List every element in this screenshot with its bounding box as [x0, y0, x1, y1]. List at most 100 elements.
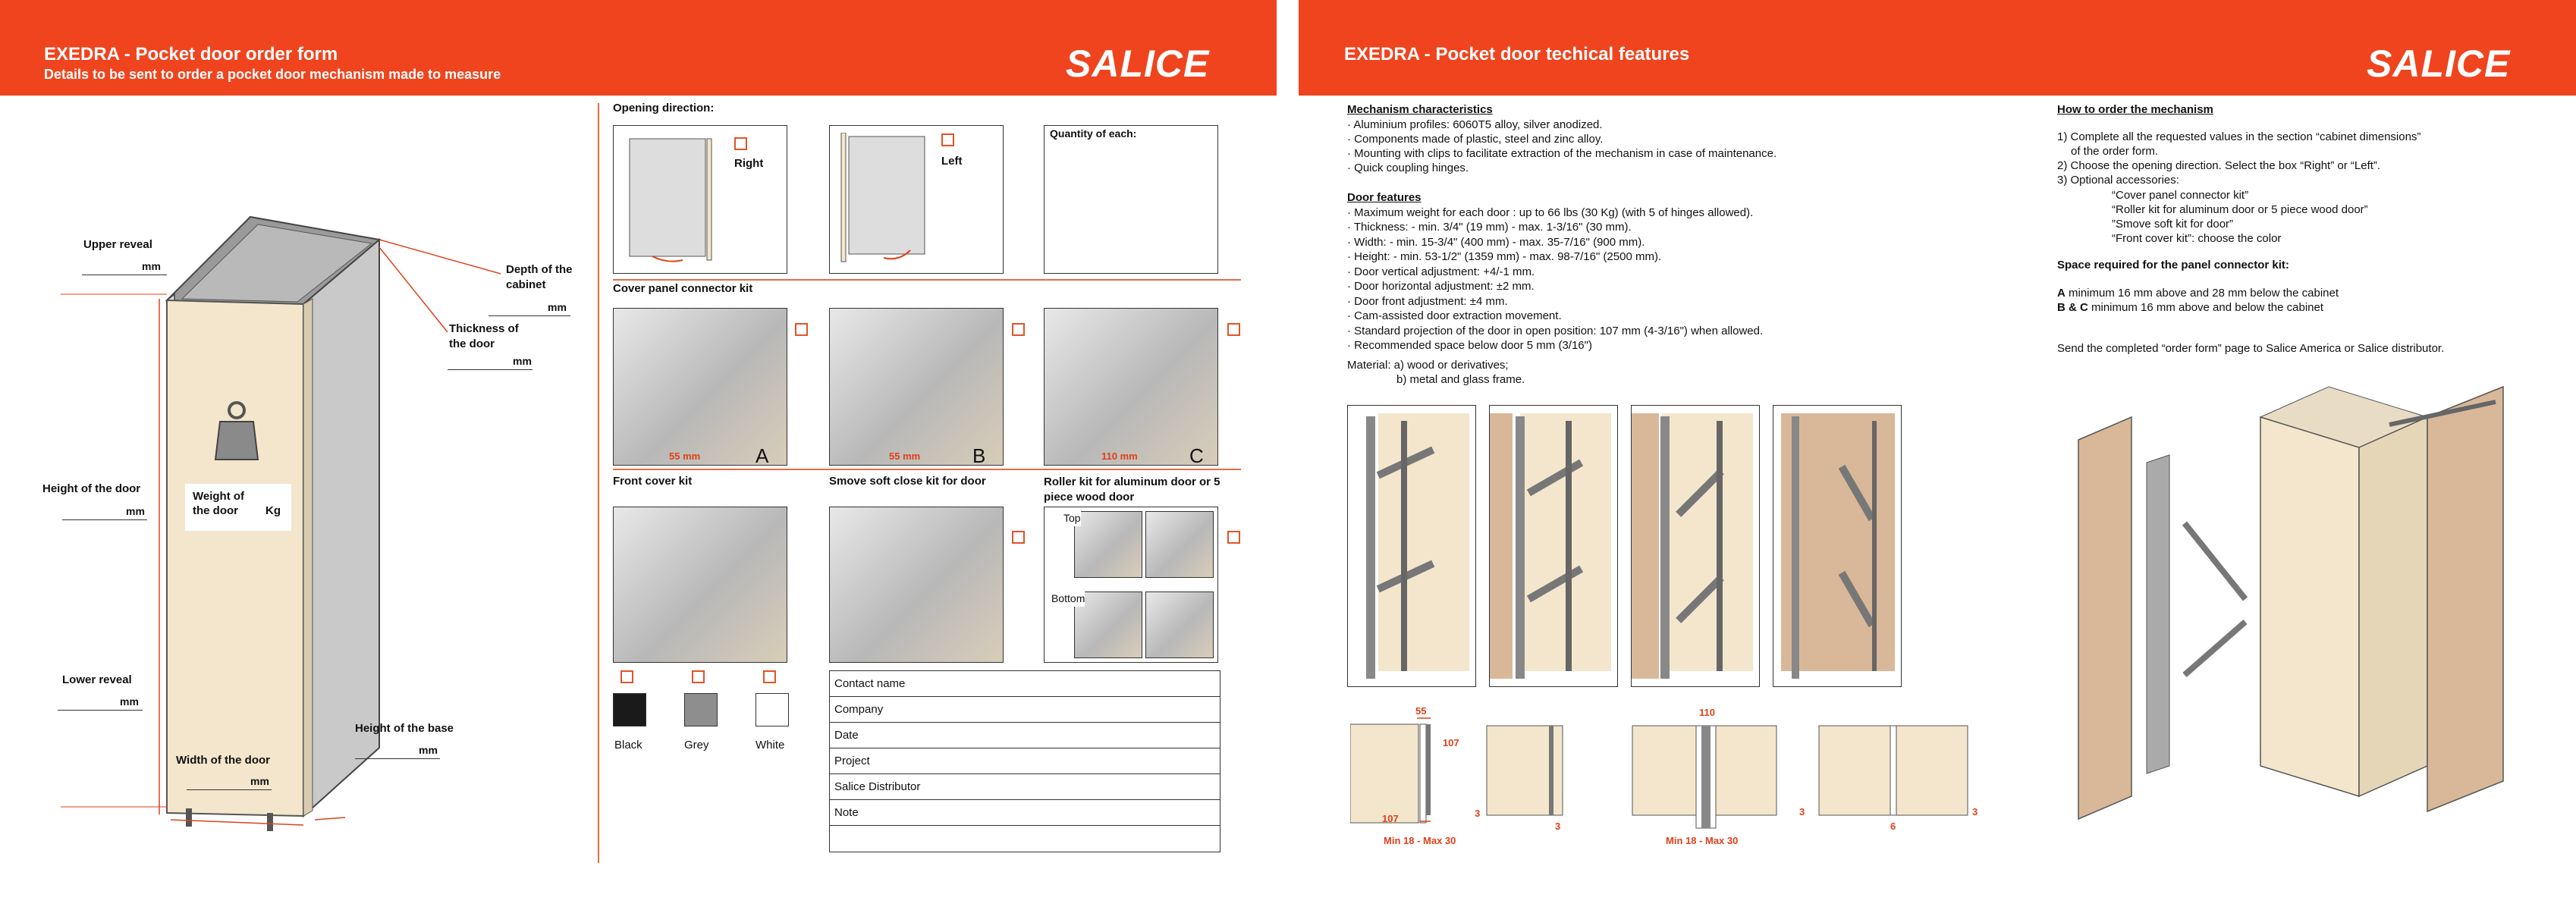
material-a: Material: a) wood or derivatives;: [1347, 359, 1509, 372]
note-field[interactable]: Note: [830, 800, 1220, 826]
door-item-3: · Width: - min. 15-3/4" (400 mm) - max. …: [1347, 236, 1645, 249]
space-a-label: A: [2057, 287, 2066, 300]
left-door-illustration: [840, 133, 925, 262]
project-field[interactable]: Project: [830, 748, 1220, 774]
right-door-illustration: [629, 138, 712, 262]
how-to-acc-2: “Roller kit for aluminum door or 5 piece…: [2112, 203, 2368, 216]
white-checkbox[interactable]: [763, 670, 776, 683]
roller-checkbox[interactable]: [1227, 531, 1240, 544]
front-cover-title: Front cover kit: [613, 475, 693, 488]
mechanism-illustration-3: [1631, 405, 1760, 687]
how-to-acc-3: ”Smove soft kit for door”: [2112, 218, 2234, 231]
how-to-step-3: 3) Optional accessories:: [2057, 174, 2179, 187]
black-label: Black: [614, 739, 642, 752]
left-checkbox[interactable]: [941, 133, 954, 146]
weight-label: Weight of the door: [193, 490, 245, 517]
mechanism-illustration-2: [1489, 405, 1618, 687]
connector-kit-a-image: [613, 308, 787, 466]
distributor-field[interactable]: Salice Distributor: [830, 774, 1220, 800]
contact-name-label: Contact name: [834, 677, 906, 690]
black-swatch: [613, 693, 646, 726]
how-to-acc-4: “Front cover kit”: choose the color: [2112, 232, 2282, 245]
company-field[interactable]: Company: [830, 697, 1220, 723]
date-field[interactable]: Date: [830, 723, 1220, 748]
cabinet-drawing: [61, 215, 501, 831]
weight-kg: Kg: [265, 504, 281, 517]
door-item-9: · Standard projection of the door in ope…: [1347, 325, 1764, 337]
connector-kit-c-image: [1044, 308, 1218, 466]
kit-b-letter: B: [972, 444, 986, 467]
lower-reveal-field[interactable]: [58, 710, 143, 711]
how-to-step-1b: of the order form.: [2071, 145, 2159, 158]
right-header: EXEDRA - Pocket door techical features S…: [1299, 0, 2576, 96]
dim-55: 55: [1415, 705, 1427, 717]
quantity-panel[interactable]: [1044, 125, 1218, 274]
roller-bottom-label: Bottom: [1051, 592, 1085, 607]
black-checkbox[interactable]: [620, 670, 633, 683]
exploded-cabinet-drawing: [2078, 385, 2504, 821]
roller-top-label: Top: [1063, 511, 1081, 526]
send-instruction: Send the completed “order form” page to …: [2057, 342, 2445, 355]
kit-b-checkbox[interactable]: [1012, 323, 1025, 336]
roller-top-2: [1145, 511, 1214, 578]
mechanism-illustration-1: [1347, 405, 1476, 687]
space-bc-text: minimum 16 mm above and below the cabine…: [2088, 301, 2324, 314]
mechanism-item-4: · Quick coupling hinges.: [1347, 162, 1469, 174]
features-title: EXEDRA - Pocket door techical features: [1344, 44, 1690, 64]
company-label: Company: [834, 703, 884, 716]
dim-110: 110: [1699, 707, 1715, 718]
space-a: A minimum 16 mm above and 28 mm below th…: [2057, 286, 2339, 301]
mechanism-item-2: · Components made of plastic, steel and …: [1347, 133, 1604, 146]
contact-form: Contact name Company Date Project Salice…: [829, 670, 1220, 852]
project-label: Project: [834, 755, 870, 767]
door-item-5: · Door vertical adjustment: +4/-1 mm.: [1347, 265, 1535, 278]
thickness-unit: mm: [513, 355, 532, 367]
form-title: EXEDRA - Pocket door order form: [44, 44, 338, 64]
height-door-field[interactable]: [62, 519, 147, 520]
width-door-field[interactable]: [187, 789, 272, 790]
depth-field[interactable]: [488, 315, 570, 316]
dim-range-2: Min 18 - Max 30: [1666, 835, 1739, 846]
space-bc: B & C minimum 16 mm above and below the …: [2057, 300, 2323, 315]
dim-107-bottom: 107: [1382, 813, 1399, 824]
connector-kit-b-image: [829, 308, 1004, 466]
thickness-field[interactable]: [448, 369, 532, 370]
dimension-diagram-3: [1632, 725, 1777, 829]
how-to-step-1: 1) Complete all the requested values in …: [2057, 130, 2421, 143]
kit-c-letter: C: [1189, 444, 1204, 467]
kit-c-checkbox[interactable]: [1227, 323, 1240, 336]
right-checkbox[interactable]: [734, 137, 747, 150]
dim-107-right: 107: [1443, 737, 1459, 748]
space-title: Space required for the panel connector k…: [2057, 259, 2289, 271]
door-item-7: · Door front adjustment: ±4 mm.: [1347, 295, 1508, 308]
kit-a-checkbox[interactable]: [795, 323, 808, 336]
grey-checkbox[interactable]: [692, 670, 705, 683]
mechanism-item-3: · Mounting with clips to facilitate extr…: [1347, 147, 1777, 160]
door-item-8: · Cam-assisted door extraction movement.: [1347, 309, 1562, 322]
roller-top-1: [1074, 511, 1142, 578]
kit-c-dim: 110 mm: [1101, 450, 1138, 462]
dimension-diagram-4: [1818, 725, 1968, 816]
mechanism-title: Mechanism characteristics: [1347, 103, 1493, 116]
space-bc-label: B & C: [2057, 301, 2088, 314]
smove-checkbox[interactable]: [1012, 531, 1025, 544]
base-height-field[interactable]: [355, 758, 440, 759]
lower-reveal-label: Lower reveal: [62, 673, 132, 686]
contact-name-field[interactable]: Contact name: [830, 671, 1220, 697]
dim-3-left-2: 3: [1799, 806, 1805, 817]
grey-swatch: [684, 693, 718, 726]
lower-reveal-unit: mm: [120, 695, 139, 708]
thickness-label: Thickness of the door: [449, 322, 519, 350]
depth-unit: mm: [548, 301, 567, 313]
salice-logo: SALICE: [1066, 42, 1210, 85]
height-door-unit: mm: [126, 505, 145, 517]
depth-label: Depth of the cabinet: [506, 263, 573, 291]
kit-a-dim: 55 mm: [669, 450, 701, 462]
dim-3-right: 3: [1972, 806, 1978, 817]
white-swatch: [756, 693, 789, 726]
smove-image: [829, 507, 1004, 663]
door-item-10: · Recommended space below door 5 mm (3/1…: [1347, 339, 1592, 352]
grey-label: Grey: [684, 739, 709, 752]
left-label: Left: [941, 155, 963, 168]
kit-b-dim: 55 mm: [889, 450, 921, 462]
